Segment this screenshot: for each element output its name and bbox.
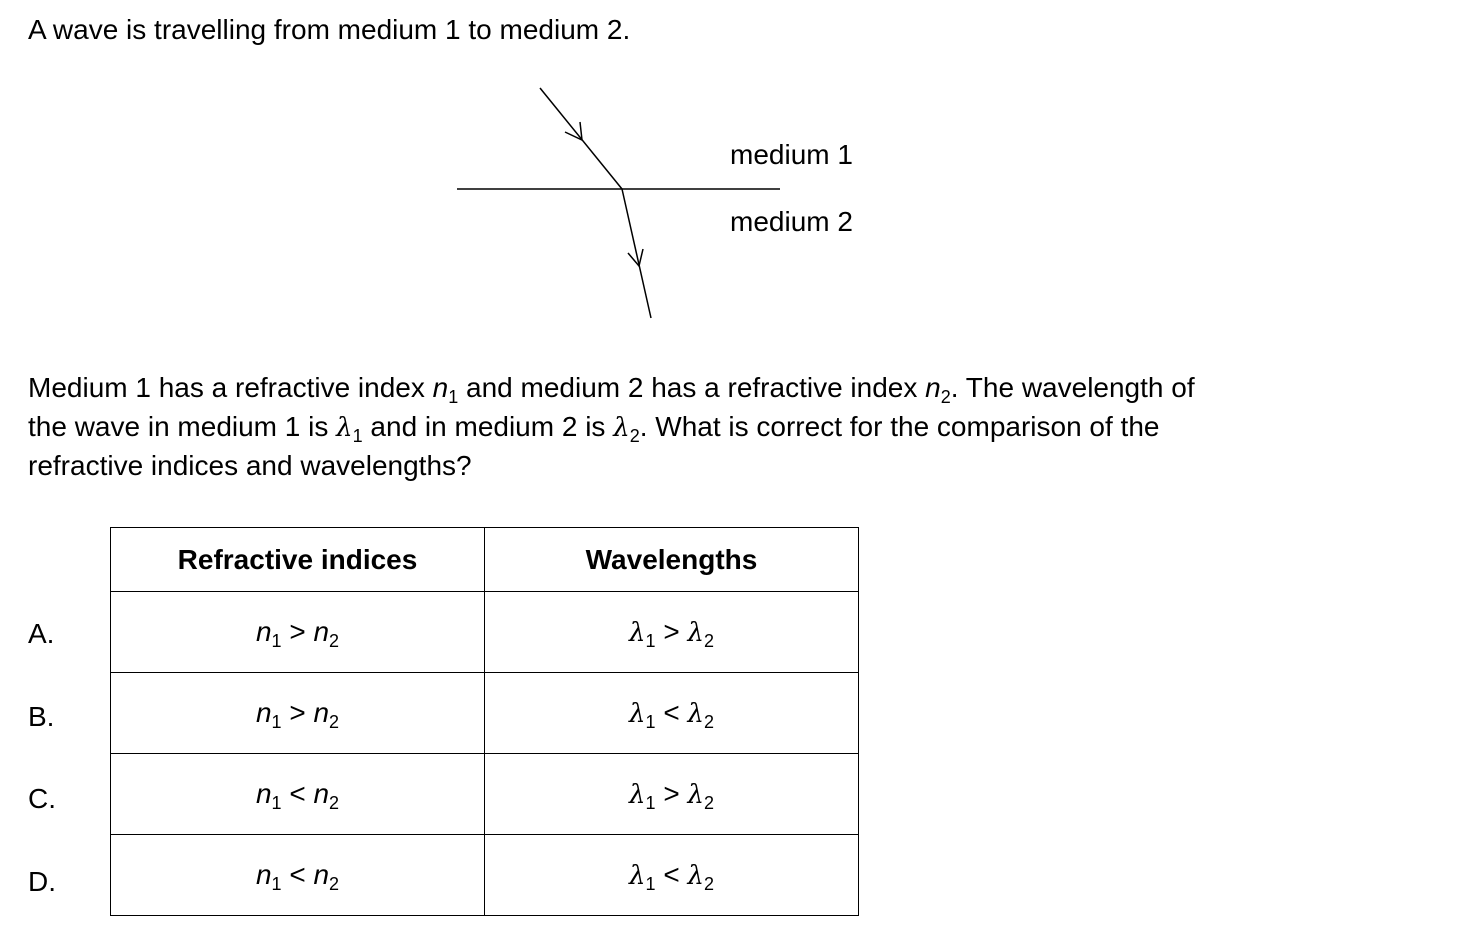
refracted-arrow-icon [627,248,644,268]
question-text: A wave is travelling from medium 1 to me… [28,14,631,45]
incident-arrow-icon [564,121,583,142]
stem-line-1: Medium 1 has a refractive index n1 and m… [28,372,1195,407]
option-d-label[interactable]: D. [28,866,56,897]
header-wavelengths: Wavelengths [484,527,859,592]
stem-line-2: the wave in medium 1 is λ1 and in medium… [28,411,1160,446]
option-a-label[interactable]: A. [28,618,55,649]
medium-1-label: medium 1 [730,139,853,170]
medium-2-label: medium 2 [730,206,853,237]
option-c-label[interactable]: C. [28,783,56,814]
stem-line-3: refractive indices and wavelengths? [28,450,472,481]
refracted-ray [621,188,652,319]
header-refractive-indices: Refractive indices [110,527,485,592]
incident-ray [539,87,623,190]
option-b-label[interactable]: B. [28,701,55,732]
